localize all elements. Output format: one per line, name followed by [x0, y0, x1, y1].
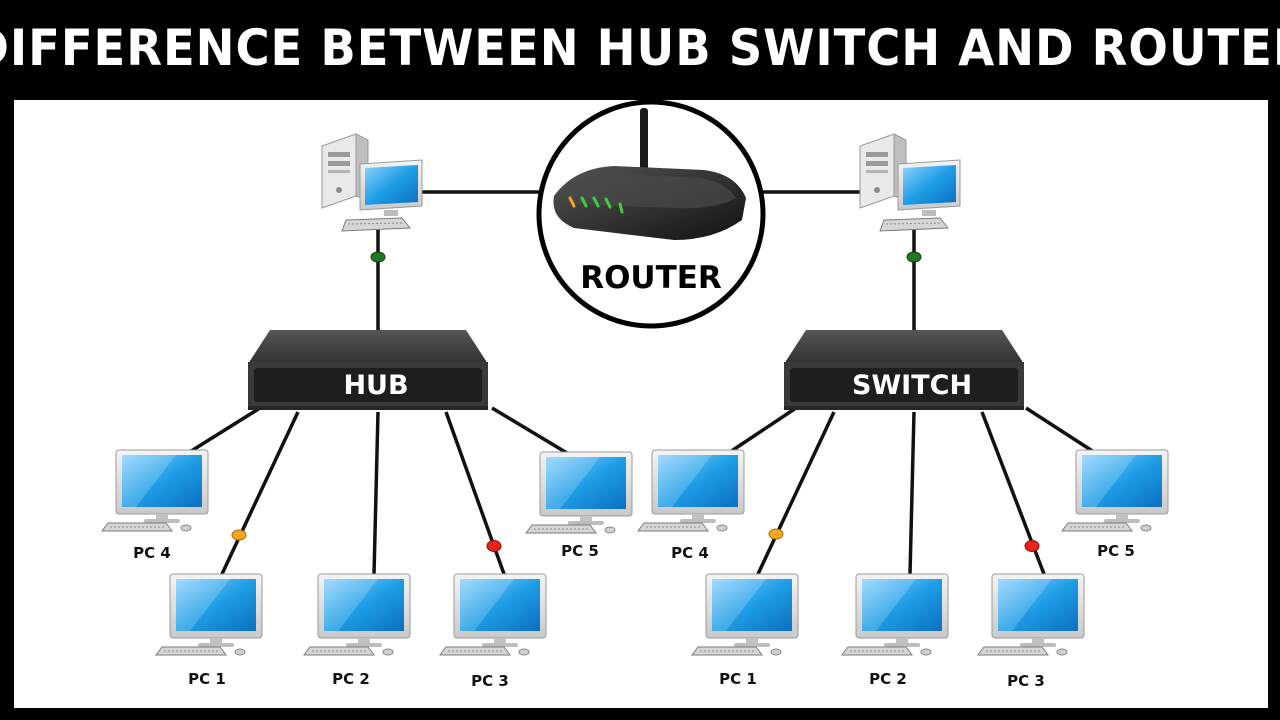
hub-pc2-label: PC 2	[332, 670, 370, 688]
desktop-monitor-icon	[1061, 449, 1169, 532]
server-right[interactable]	[859, 133, 961, 232]
switch-pc2[interactable]	[841, 573, 949, 656]
switch-pc3[interactable]	[977, 573, 1085, 656]
switch-pc4[interactable]	[637, 449, 745, 532]
orange-led-icon	[231, 529, 247, 541]
diagram-canvas: ROUTER HUB SWITCH	[14, 100, 1268, 708]
green-led-icon	[370, 251, 386, 263]
switch-pc1[interactable]	[691, 573, 799, 656]
cable-switch-pc5	[1025, 406, 1095, 454]
desktop-monitor-icon	[977, 573, 1085, 656]
cable-switch-pc1	[756, 411, 836, 575]
switch-pc3-label: PC 3	[1007, 672, 1045, 690]
cable-leds	[231, 251, 1040, 552]
desktop-monitor-icon	[841, 573, 949, 656]
router-label: ROUTER	[580, 260, 722, 296]
server-left[interactable]	[321, 133, 423, 232]
red-led-icon	[486, 540, 502, 552]
desktop-monitor-icon	[155, 573, 263, 656]
cable-switch-pc2	[908, 411, 916, 575]
switch-pc4-label: PC 4	[671, 544, 709, 562]
page-title: DIFFERENCE BETWEEN HUB SWITCH AND ROUTER	[0, 19, 1280, 77]
router-node[interactable]: ROUTER	[536, 100, 766, 329]
hub-pc4-label: PC 4	[133, 544, 171, 562]
cable-hub-pc1	[220, 411, 300, 575]
switch-pc2-label: PC 2	[869, 670, 907, 688]
desktop-monitor-icon	[637, 449, 745, 532]
desktop-tower-computer-icon	[321, 133, 423, 232]
switch-label: SWITCH	[852, 370, 972, 401]
desktop-monitor-icon	[101, 449, 209, 532]
hub-label: HUB	[343, 370, 408, 401]
hub-pc5-label: PC 5	[561, 542, 599, 560]
cable-hub-pc2	[372, 411, 380, 575]
switch-pc5[interactable]	[1061, 449, 1169, 532]
desktop-tower-computer-icon	[859, 133, 961, 232]
hub-pc3-label: PC 3	[471, 672, 509, 690]
cable-switch-pc4	[723, 406, 797, 458]
desktop-monitor-icon	[439, 573, 547, 656]
hub-device[interactable]: HUB	[248, 330, 488, 410]
switch-pc5-label: PC 5	[1097, 542, 1135, 560]
hub-pc1-label: PC 1	[188, 670, 226, 688]
hub-pc2[interactable]	[303, 573, 411, 656]
desktop-monitor-icon	[691, 573, 799, 656]
orange-led-icon	[768, 528, 784, 540]
hub-pc5[interactable]	[525, 451, 633, 534]
red-led-icon	[1024, 540, 1040, 552]
green-led-icon	[906, 251, 922, 263]
switch-device[interactable]: SWITCH	[784, 330, 1024, 410]
hub-pc4[interactable]	[101, 449, 209, 532]
cable-hub-pc5	[491, 406, 573, 458]
hub-pc1[interactable]	[155, 573, 263, 656]
desktop-monitor-icon	[303, 573, 411, 656]
desktop-monitor-icon	[525, 451, 633, 534]
hub-pc3[interactable]	[439, 573, 547, 656]
network-diagram: ROUTER HUB SWITCH	[101, 100, 1169, 690]
switch-pc1-label: PC 1	[719, 670, 757, 688]
wireless-router-icon	[553, 108, 746, 240]
